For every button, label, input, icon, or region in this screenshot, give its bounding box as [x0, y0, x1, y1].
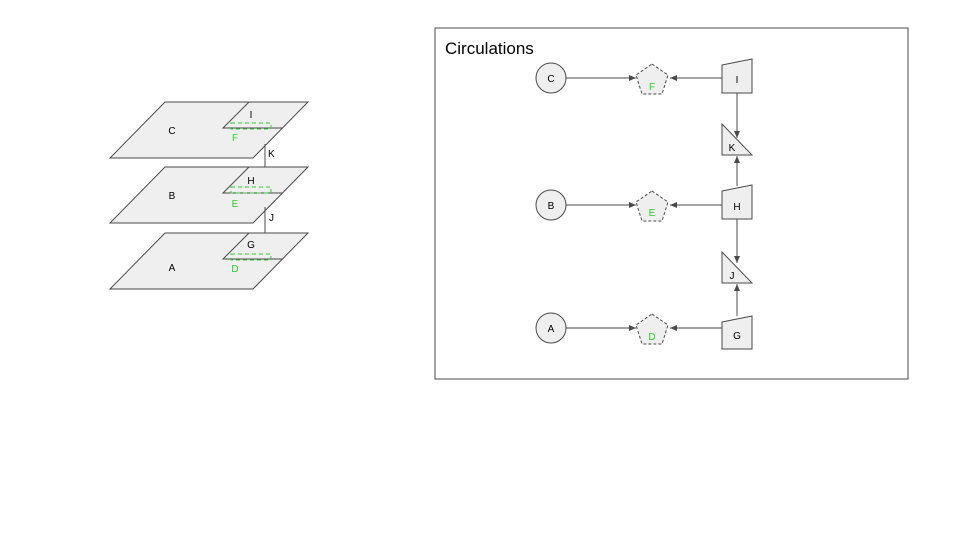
node-link-j-label: J: [730, 271, 735, 282]
node-landing-e[interactable]: E: [635, 190, 669, 222]
landing-d-label: D: [231, 264, 238, 275]
floor-a-label: A: [169, 263, 176, 274]
node-link-j[interactable]: J: [721, 250, 754, 284]
landing-f[interactable]: F: [230, 122, 272, 144]
floor-c[interactable]: C I F: [108, 101, 310, 159]
node-core-g[interactable]: G: [721, 315, 753, 350]
node-core-i[interactable]: I: [721, 58, 753, 94]
node-floor-b[interactable]: B: [535, 189, 567, 221]
floor-b-label: B: [169, 191, 176, 202]
floor-b[interactable]: B H E: [108, 166, 310, 224]
circulations-panel: Circulations C B A F: [434, 27, 909, 380]
floor-c-label: C: [168, 126, 175, 137]
link-k-label: K: [268, 149, 275, 160]
node-landing-f[interactable]: F: [635, 63, 669, 95]
core-i-label: I: [250, 110, 253, 121]
node-core-h[interactable]: H: [721, 184, 753, 220]
floor-a[interactable]: A G D: [108, 232, 310, 290]
node-floor-c-label: C: [547, 74, 554, 85]
landing-e-label: E: [232, 199, 239, 210]
node-landing-e-label: E: [649, 208, 656, 219]
node-floor-b-label: B: [548, 201, 555, 212]
node-link-k-label: K: [729, 143, 736, 154]
node-core-i-label: I: [736, 75, 739, 86]
node-floor-a-label: A: [548, 324, 555, 335]
core-h-label: H: [247, 176, 254, 187]
stack-view: C I F K B H E J: [108, 101, 310, 290]
panel-title: Circulations: [445, 39, 534, 58]
node-floor-a[interactable]: A: [535, 312, 567, 344]
node-landing-d-label: D: [648, 332, 655, 343]
landing-f-label: F: [232, 133, 238, 144]
node-link-k[interactable]: K: [721, 122, 754, 156]
node-floor-c[interactable]: C: [535, 62, 567, 94]
node-landing-f-label: F: [649, 82, 655, 93]
node-core-g-label: G: [733, 331, 741, 342]
landing-e[interactable]: E: [230, 186, 272, 210]
node-landing-d[interactable]: D: [635, 313, 669, 345]
core-g-label: G: [247, 240, 255, 251]
panel-frame: [434, 27, 909, 380]
node-core-h-label: H: [733, 202, 740, 213]
link-j-label: J: [269, 213, 274, 224]
landing-d[interactable]: D: [230, 253, 272, 275]
